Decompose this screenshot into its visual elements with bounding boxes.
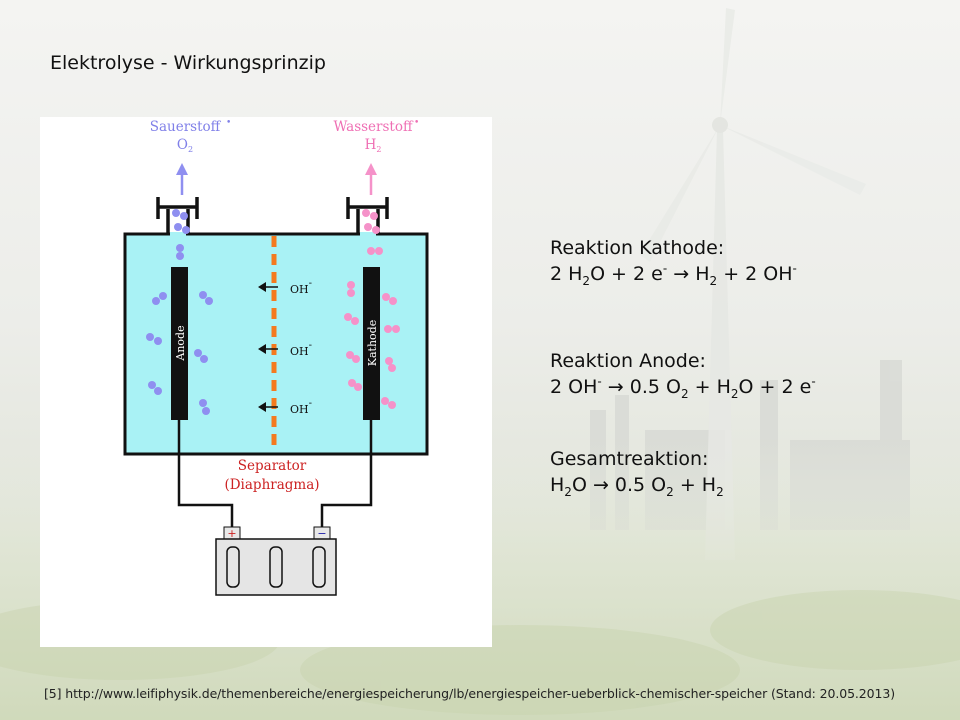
cathode-wire <box>320 420 373 527</box>
oxygen-label: Sauerstoff <box>150 119 222 135</box>
page-title: Elektrolyse - Wirkungsprinzip <box>50 52 326 74</box>
cathode-electrode <box>363 267 380 420</box>
hydrogen-label: Wasserstoff <box>333 119 414 135</box>
cathode-label: Kathode <box>366 320 379 366</box>
svg-text:OH-: OH- <box>290 340 312 358</box>
hydrogen-arrow-icon <box>365 163 377 175</box>
oxygen-formula: O2 <box>177 137 193 154</box>
reaction-arrow-icon: → <box>673 263 690 285</box>
hydrogen-label-mark: • <box>414 118 419 128</box>
cathode-reaction: Reaktion Kathode: 2 H2O + 2 e- → H2 + 2 … <box>550 235 797 287</box>
anode-reaction-heading: Reaktion Anode: <box>550 350 706 372</box>
svg-text:OH-: OH- <box>290 278 312 296</box>
oxygen-bubbles <box>146 209 213 415</box>
oxygen-label-mark: • <box>226 118 231 128</box>
separator-sub-label: (Diaphragma) <box>224 477 319 493</box>
total-reaction-equation: H2O → 0.5 O2 + H2 <box>550 474 724 499</box>
cathode-reaction-heading: Reaktion Kathode: <box>550 237 725 259</box>
electrolysis-diagram: Sauerstoff • O2 Wasserstoff • H2 <box>40 117 492 647</box>
hydrogen-formula: H2 <box>365 137 382 154</box>
hydrogen-bubbles <box>344 209 400 409</box>
reaction-arrow-icon: → <box>607 376 624 398</box>
ion-arrow-3: OH- <box>258 398 312 416</box>
anode-label: Anode <box>174 325 187 361</box>
ion-arrow-2: OH- <box>258 340 312 358</box>
anode-reaction: Reaktion Anode: 2 OH- → 0.5 O2 + H2O + 2… <box>550 348 816 400</box>
reaction-arrow-icon: → <box>592 474 609 496</box>
source-citation: [5] http://www.leifiphysik.de/themenbere… <box>44 686 895 701</box>
battery-plus-label: + <box>227 527 236 540</box>
anode-wire <box>177 420 234 527</box>
anode-electrode <box>171 267 188 420</box>
anode-reaction-equation: 2 OH- → 0.5 O2 + H2O + 2 e- <box>550 374 816 401</box>
battery: + − <box>215 526 337 596</box>
separator-label: Separator <box>238 458 307 474</box>
cathode-reaction-equation: 2 H2O + 2 e- → H2 + 2 OH- <box>550 261 797 288</box>
ion-arrow-1: OH- <box>258 278 312 296</box>
oxygen-arrow-icon <box>176 163 188 175</box>
electrolysis-cell-svg: Sauerstoff • O2 Wasserstoff • H2 <box>123 118 429 596</box>
battery-minus-label: − <box>317 527 326 540</box>
total-reaction-heading: Gesamtreaktion: <box>550 448 709 470</box>
svg-text:OH-: OH- <box>290 398 312 416</box>
total-reaction: Gesamtreaktion: H2O → 0.5 O2 + H2 <box>550 446 724 498</box>
oxygen-outlet-valve <box>156 197 199 235</box>
